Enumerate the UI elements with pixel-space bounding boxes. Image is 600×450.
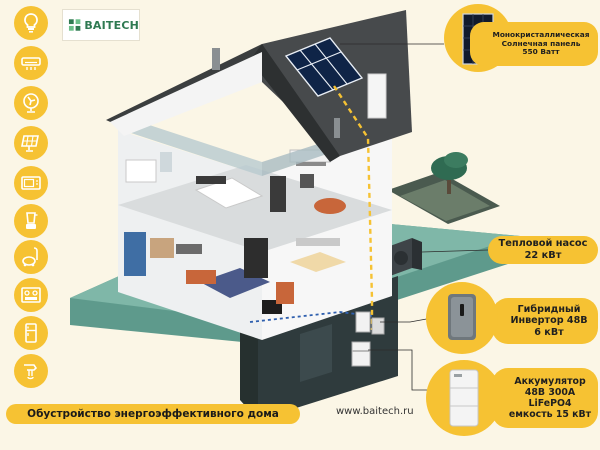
battery-circle: [426, 360, 502, 436]
bathroom: [125, 152, 172, 183]
brand-name: BAITECH: [84, 18, 139, 32]
battery-label-line-2: 48В 300А: [524, 386, 576, 398]
battery-label: Аккумулятор 48В 300А LiFePO4 емкость 15 …: [492, 368, 598, 428]
solar-panel-label: Монокристаллическая Солнечная панель 550…: [470, 22, 598, 66]
chimney: [367, 73, 387, 119]
leader-battery: [368, 349, 432, 391]
heat-pump-label-line-2: 22 кВт: [524, 250, 562, 261]
solar-panel-label-line-2: Солнечная панель: [501, 38, 581, 48]
vent-pipe-2: [334, 118, 340, 138]
bedroom: [194, 176, 286, 212]
brand-mark-icon: [68, 19, 81, 31]
living-room: [186, 238, 294, 314]
solar-panel-label-line-1: Монокристаллическая: [492, 29, 590, 39]
kitchen-room: [124, 232, 202, 276]
vacuum-cleaner-icon: [14, 240, 48, 274]
solar-energy-line: [332, 85, 374, 330]
footer-title: Обустройство энергоэффективного дома: [6, 404, 300, 424]
inverter-label-line-2: Инвертор 48В: [510, 315, 588, 327]
solar-panel-icon: [14, 126, 48, 160]
blender-icon: [14, 204, 48, 238]
battery-label-line-4: емкость 15 кВт: [508, 409, 592, 421]
fan-icon: [14, 86, 48, 120]
power-cable: [249, 311, 373, 323]
balcony-glass: [128, 118, 262, 176]
inverter-circle: [426, 282, 498, 354]
dining-room: [290, 198, 346, 272]
brand-logo: BAITECH: [62, 9, 140, 41]
inverter-label-line-3: 6 кВт: [534, 326, 564, 338]
roof-fascia: [110, 52, 262, 136]
leader-heat-pump: [421, 249, 489, 253]
footer-url[interactable]: www.baitech.ru: [336, 406, 414, 417]
appliance-icon-column: [6, 0, 52, 450]
solar-panel-label-line-3: 550 Ватт: [522, 47, 560, 57]
heat-pump-label-line-1: Тепловой насос: [498, 238, 588, 250]
air-conditioner-icon: [14, 46, 48, 80]
roof-solar-array: [284, 37, 364, 97]
heat-pump-unit: [390, 238, 422, 276]
inverter-label: Гибридный Инвертор 48В 6 кВт: [492, 298, 598, 344]
basement-battery: [351, 341, 371, 367]
refrigerator-icon: [14, 316, 48, 350]
mixer-icon: [14, 354, 48, 388]
inverter-label-line-1: Гибридный: [517, 304, 581, 316]
vent-pipe: [212, 48, 220, 70]
heat-pump-label: Тепловой насос 22 кВт: [488, 236, 598, 264]
roof-ridge: [250, 44, 340, 162]
second-floor-slab: [118, 165, 392, 252]
light-bulb-icon: [14, 6, 48, 40]
microwave-icon: [14, 166, 48, 200]
garden-bed: [400, 180, 490, 221]
hybrid-inverter-icon: [448, 294, 476, 340]
stove-icon: [14, 278, 48, 312]
battery-label-line-1: Аккумулятор: [514, 375, 586, 387]
battery-label-line-3: LiFePO4: [528, 398, 572, 409]
battery-icon: [449, 369, 479, 427]
leader-inverter: [380, 317, 433, 323]
tree: [431, 152, 468, 194]
